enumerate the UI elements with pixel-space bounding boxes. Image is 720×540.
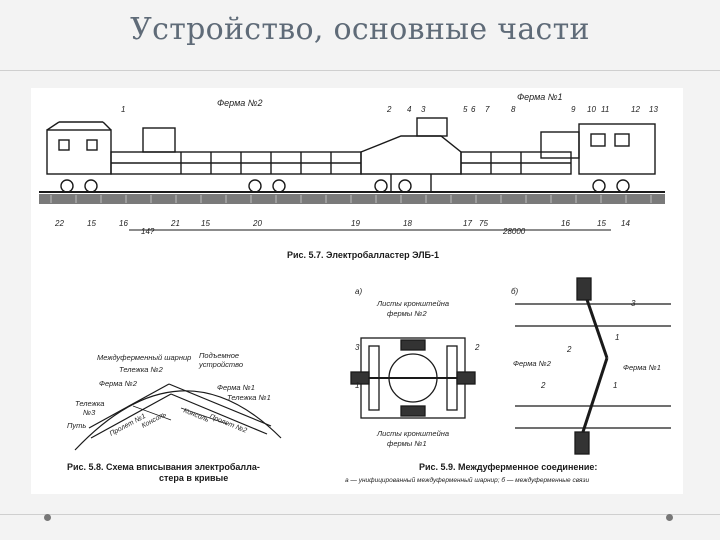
part-18: 18 xyxy=(403,219,412,228)
part-b-label: б) xyxy=(511,287,519,296)
part-5: 5 xyxy=(463,105,468,114)
ferma2-label: Ферма №2 xyxy=(217,98,263,108)
part-8: 8 xyxy=(511,105,516,114)
bracket-bottom-2: фермы №1 xyxy=(387,439,427,448)
wheels xyxy=(60,179,630,193)
part-4: 4 xyxy=(407,105,412,114)
dimension-14: 14? xyxy=(141,227,155,236)
part-7: 7 xyxy=(485,105,490,114)
hinge-drawing xyxy=(350,337,476,419)
right-bullet-dot xyxy=(666,514,673,521)
part-2: 2 xyxy=(386,105,392,114)
part-10: 10 xyxy=(587,105,596,114)
inter-truss-section xyxy=(360,135,462,175)
part-12: 12 xyxy=(631,105,640,114)
spring-top xyxy=(576,277,592,301)
truss-1-chord xyxy=(168,383,272,427)
bracket-top-1: Листы кронштейна xyxy=(376,299,449,308)
part-11: 11 xyxy=(601,105,609,114)
bracket-bottom-1: Листы кронштейна xyxy=(376,429,449,438)
part-a-label: а) xyxy=(355,287,362,296)
track-ballast xyxy=(39,194,665,204)
left-bullet-dot xyxy=(44,514,51,521)
track-label: Путь xyxy=(67,421,86,430)
dimension-28000: 28000 xyxy=(502,227,526,236)
figure-58-caption-1: Рис. 5.8. Схема вписывания электробалла- xyxy=(67,462,260,472)
left-cab xyxy=(46,129,112,175)
figure-59-caption-2: а — унифицированный междуферменный шарни… xyxy=(345,476,589,484)
curve-scheme-drawing xyxy=(74,383,282,451)
links-drawing xyxy=(515,277,671,455)
hinge-label: Междуферменный шарнир xyxy=(97,353,191,362)
figure-57-caption: Рис. 5.7. Электробалластер ЭЛБ-1 xyxy=(287,250,439,260)
ferma1-curve-label: Ферма №1 xyxy=(217,383,255,392)
part-20: 20 xyxy=(252,219,262,228)
right-cab xyxy=(578,123,656,175)
telezhka3-label-1: Тележка xyxy=(75,399,104,408)
part-17: 17 xyxy=(463,219,472,228)
truss-2-chord xyxy=(88,383,170,429)
link-2 xyxy=(579,357,609,439)
part-14: 14 xyxy=(621,219,630,228)
part-6: 6 xyxy=(471,105,476,114)
left-nut xyxy=(350,371,370,385)
slide-title: Устройство, основные части xyxy=(130,12,590,47)
part-16b: 16 xyxy=(561,219,570,228)
ferma1-label: Ферма №1 xyxy=(517,92,563,102)
part-21: 21 xyxy=(170,219,180,228)
technical-drawings: Ферма №2 Ферма №1 1 2 4 3 5 6 7 8 9 10 1… xyxy=(39,92,671,484)
links-ferma1-label: Ферма №1 xyxy=(623,363,661,372)
scanned-figure-page: Ферма №2 Ферма №1 1 2 4 3 5 6 7 8 9 10 1… xyxy=(31,88,683,494)
bracket-top-2: фермы №2 xyxy=(387,309,427,318)
part-16: 16 xyxy=(119,219,128,228)
operator-cabin xyxy=(416,117,448,137)
part-22: 22 xyxy=(54,219,64,228)
figure-59-caption-1: Рис. 5.9. Междуферменное соединение: xyxy=(419,462,597,472)
hinge-part-2: 2 xyxy=(474,343,480,352)
part-15c: 15 xyxy=(597,219,606,228)
power-unit xyxy=(540,131,580,159)
links-part-2: 2 xyxy=(566,345,572,354)
sleepers xyxy=(50,195,652,203)
right-nut xyxy=(456,371,476,385)
part-9: 9 xyxy=(571,105,576,114)
part-3: 3 xyxy=(421,105,426,114)
figure-58-caption-2: стера в кривые xyxy=(159,473,228,483)
telezhka3-label-2: №3 xyxy=(83,408,96,417)
telezhka1-label: Тележка №1 xyxy=(227,393,271,402)
links-part-1: 1 xyxy=(615,333,619,342)
top-divider xyxy=(0,70,720,71)
ballaster-machine-drawing xyxy=(39,117,665,231)
links-part-1b: 1 xyxy=(613,381,617,390)
hinge-part-1: 1 xyxy=(355,381,359,390)
spring-bottom xyxy=(574,431,590,455)
track-curve xyxy=(74,390,282,451)
part-1: 1 xyxy=(121,105,125,114)
part-13: 13 xyxy=(649,105,658,114)
links-ferma2-label: Ферма №2 xyxy=(513,359,552,368)
part-15b: 15 xyxy=(201,219,210,228)
console2-label: Консоль xyxy=(182,407,210,424)
links-part-2b: 2 xyxy=(540,381,546,390)
bottom-divider xyxy=(0,514,720,515)
lift-label-2: устройство xyxy=(198,360,243,369)
hinge-part-3: 3 xyxy=(355,343,360,352)
telezhka2-label: Тележка №2 xyxy=(119,365,164,374)
ferma2-curve-label: Ферма №2 xyxy=(99,379,138,388)
part-19: 19 xyxy=(351,219,360,228)
lift-label-1: Подъемное xyxy=(199,351,239,360)
part-15a: 15 xyxy=(87,219,96,228)
links-part-3: 3 xyxy=(631,299,636,308)
part-75: 75 xyxy=(479,219,488,228)
